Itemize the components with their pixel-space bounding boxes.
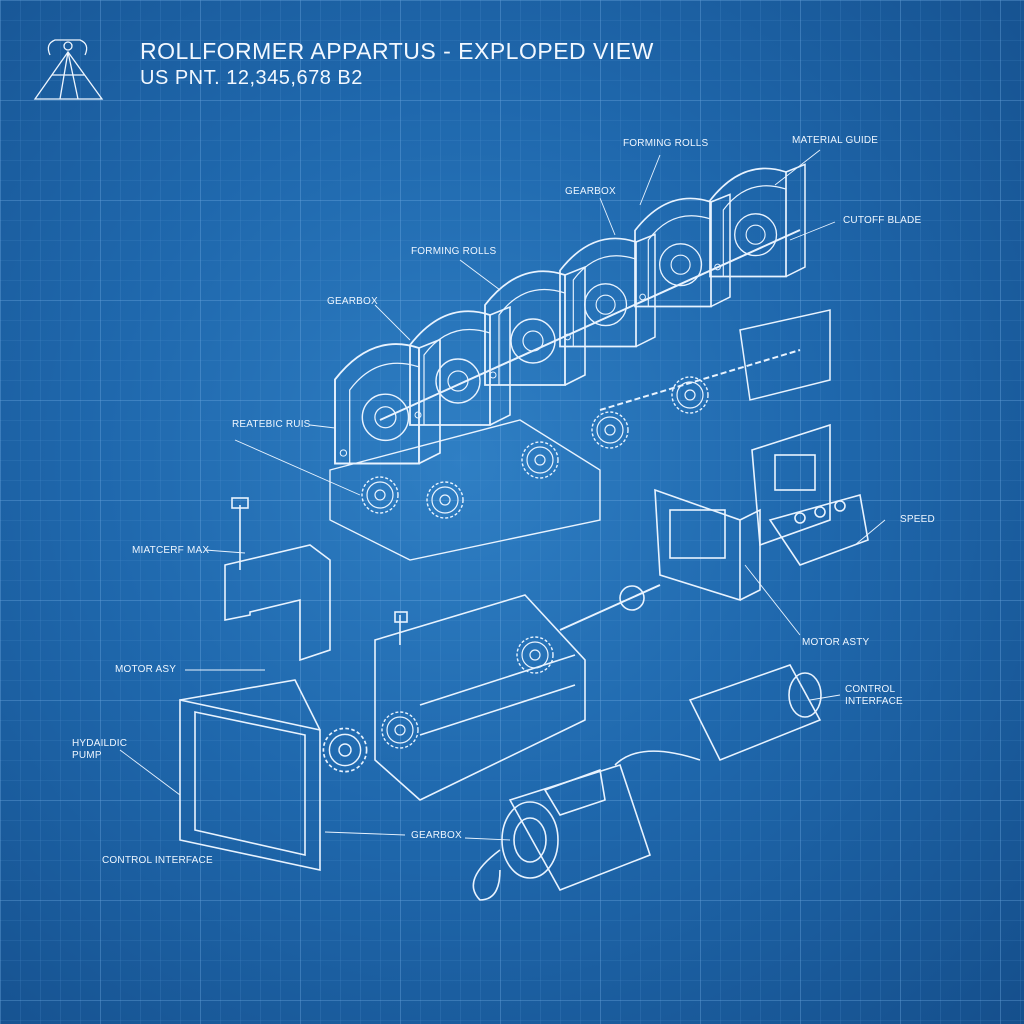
label-speed: SPEED (900, 514, 935, 525)
label-gearbox-top: GEARBOX (565, 186, 616, 197)
label-control-interface-bottom: CONTROL INTERFACE (102, 855, 213, 866)
label-gearbox-left: GEARBOX (327, 296, 378, 307)
label-reatebic-ruis: REATEBIC RUIS (232, 419, 311, 430)
cutoff-bracket (739, 309, 831, 401)
label-gearbox-bottom: GEARBOX (411, 830, 462, 841)
logo-icon (33, 39, 104, 100)
main-shaft (379, 229, 801, 421)
label-motor-asty: MOTOR ASTY (802, 637, 870, 648)
material-max-bracket (224, 497, 331, 662)
hydraulic-frame (179, 679, 321, 871)
control-pendant (751, 423, 869, 566)
page-title: ROLLFORMER APPARTUS - EXPLOPED VIEW (140, 38, 654, 64)
label-material-guide: MATERIAL GUIDE (792, 135, 879, 146)
gear-train (322, 376, 709, 773)
label-hydraulic-pump: HYDAILDIC PUMP (72, 738, 128, 761)
label-motor-asy: MOTOR ASY (115, 664, 177, 675)
roll-housings (334, 163, 831, 465)
title-block: ROLLFORMER APPARTUS - EXPLOPED VIEW US P… (140, 38, 654, 90)
leader-lines (119, 149, 886, 841)
linear-rail-assembly (374, 584, 661, 801)
label-cutoff-blade: CUTOFF BLADE (843, 215, 922, 226)
label-forming-rolls-mid: FORMING ROLLS (411, 246, 497, 257)
label-control-interface-right: CONTROL INTERFACE (845, 684, 903, 707)
label-material-max: MIATCERF MAX (132, 545, 210, 556)
patent-number: US PNT. 12,345,678 B2 (140, 67, 363, 89)
label-forming-rolls-top: FORMING ROLLS (623, 138, 709, 149)
drive-shaft (599, 349, 801, 411)
motor-enclosure (654, 488, 761, 602)
